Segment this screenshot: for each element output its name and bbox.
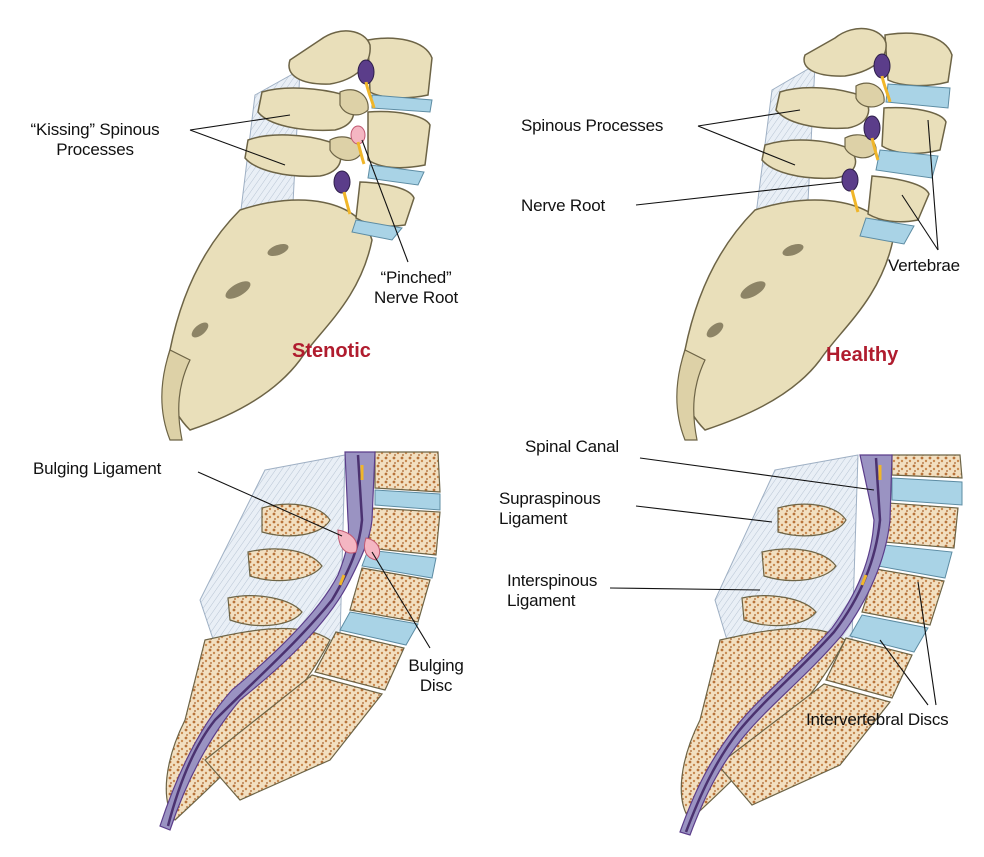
label-line: “Kissing” Spinous bbox=[6, 120, 184, 140]
healthy-vertebral-section bbox=[884, 503, 958, 548]
label-line: Disc bbox=[396, 676, 476, 696]
healthy-sagittal-section bbox=[680, 455, 962, 835]
stenotic-nerve-root bbox=[358, 60, 374, 84]
stenotic-disc bbox=[368, 165, 424, 185]
healthy-vertebral-body bbox=[885, 33, 952, 85]
title-stenotic: Stenotic bbox=[292, 340, 371, 363]
label-line: “Pinched” bbox=[358, 268, 474, 288]
label-line: Nerve Root bbox=[358, 288, 474, 308]
stenotic-sacrum bbox=[166, 200, 372, 430]
stenotic-facet bbox=[340, 90, 368, 115]
label-line: Supraspinous bbox=[499, 489, 601, 509]
stenotic-vertebral-section bbox=[375, 452, 440, 492]
healthy-disc-section bbox=[892, 478, 962, 505]
healthy-vertebral-body bbox=[882, 108, 946, 154]
healthy-vertebral-body bbox=[868, 176, 929, 222]
stenotic-lateral-spine bbox=[162, 31, 432, 440]
label-bulging-ligament: Bulging Ligament bbox=[33, 459, 161, 479]
label-line: Processes bbox=[6, 140, 184, 160]
healthy-lateral-spine bbox=[677, 29, 952, 440]
stenotic-disc-section bbox=[375, 490, 440, 510]
stenotic-vertebral-body bbox=[356, 182, 414, 226]
healthy-facet bbox=[856, 83, 884, 107]
label-spinous-processes: Spinous Processes bbox=[521, 116, 663, 136]
label-supraspinous-ligament: Supraspinous Ligament bbox=[499, 489, 601, 529]
healthy-vertebral-section bbox=[892, 455, 962, 478]
label-interspinous-ligament: Interspinous Ligament bbox=[507, 571, 597, 611]
stenotic-vertebral-body bbox=[368, 38, 432, 98]
label-line: Ligament bbox=[499, 509, 601, 529]
label-line: Ligament bbox=[507, 591, 597, 611]
healthy-disc bbox=[886, 84, 950, 108]
label-vertebrae: Vertebrae bbox=[888, 256, 960, 276]
label-nerve-root: Nerve Root bbox=[521, 196, 605, 216]
healthy-nerve-root bbox=[864, 116, 880, 140]
label-line: Interspinous bbox=[507, 571, 597, 591]
leader-line-supraspinous bbox=[636, 506, 772, 522]
healthy-disc bbox=[876, 150, 938, 178]
label-pinched-nerve-root: “Pinched” Nerve Root bbox=[358, 268, 474, 308]
label-kissing-spinous-processes: “Kissing” Spinous Processes bbox=[6, 120, 184, 160]
label-spinal-canal: Spinal Canal bbox=[525, 437, 619, 457]
stenotic-vertebral-body bbox=[368, 112, 430, 168]
healthy-nerve-root bbox=[874, 54, 890, 78]
stenotic-nerve-root bbox=[334, 171, 350, 193]
label-line: Bulging bbox=[396, 656, 476, 676]
healthy-nerve-root bbox=[842, 169, 858, 191]
label-bulging-disc: Bulging Disc bbox=[396, 656, 476, 696]
stenotic-sagittal-section bbox=[160, 452, 440, 830]
title-healthy: Healthy bbox=[826, 344, 898, 367]
stenotic-disc bbox=[372, 95, 432, 112]
label-intervertebral-discs: Intervertebral Discs bbox=[806, 710, 948, 730]
